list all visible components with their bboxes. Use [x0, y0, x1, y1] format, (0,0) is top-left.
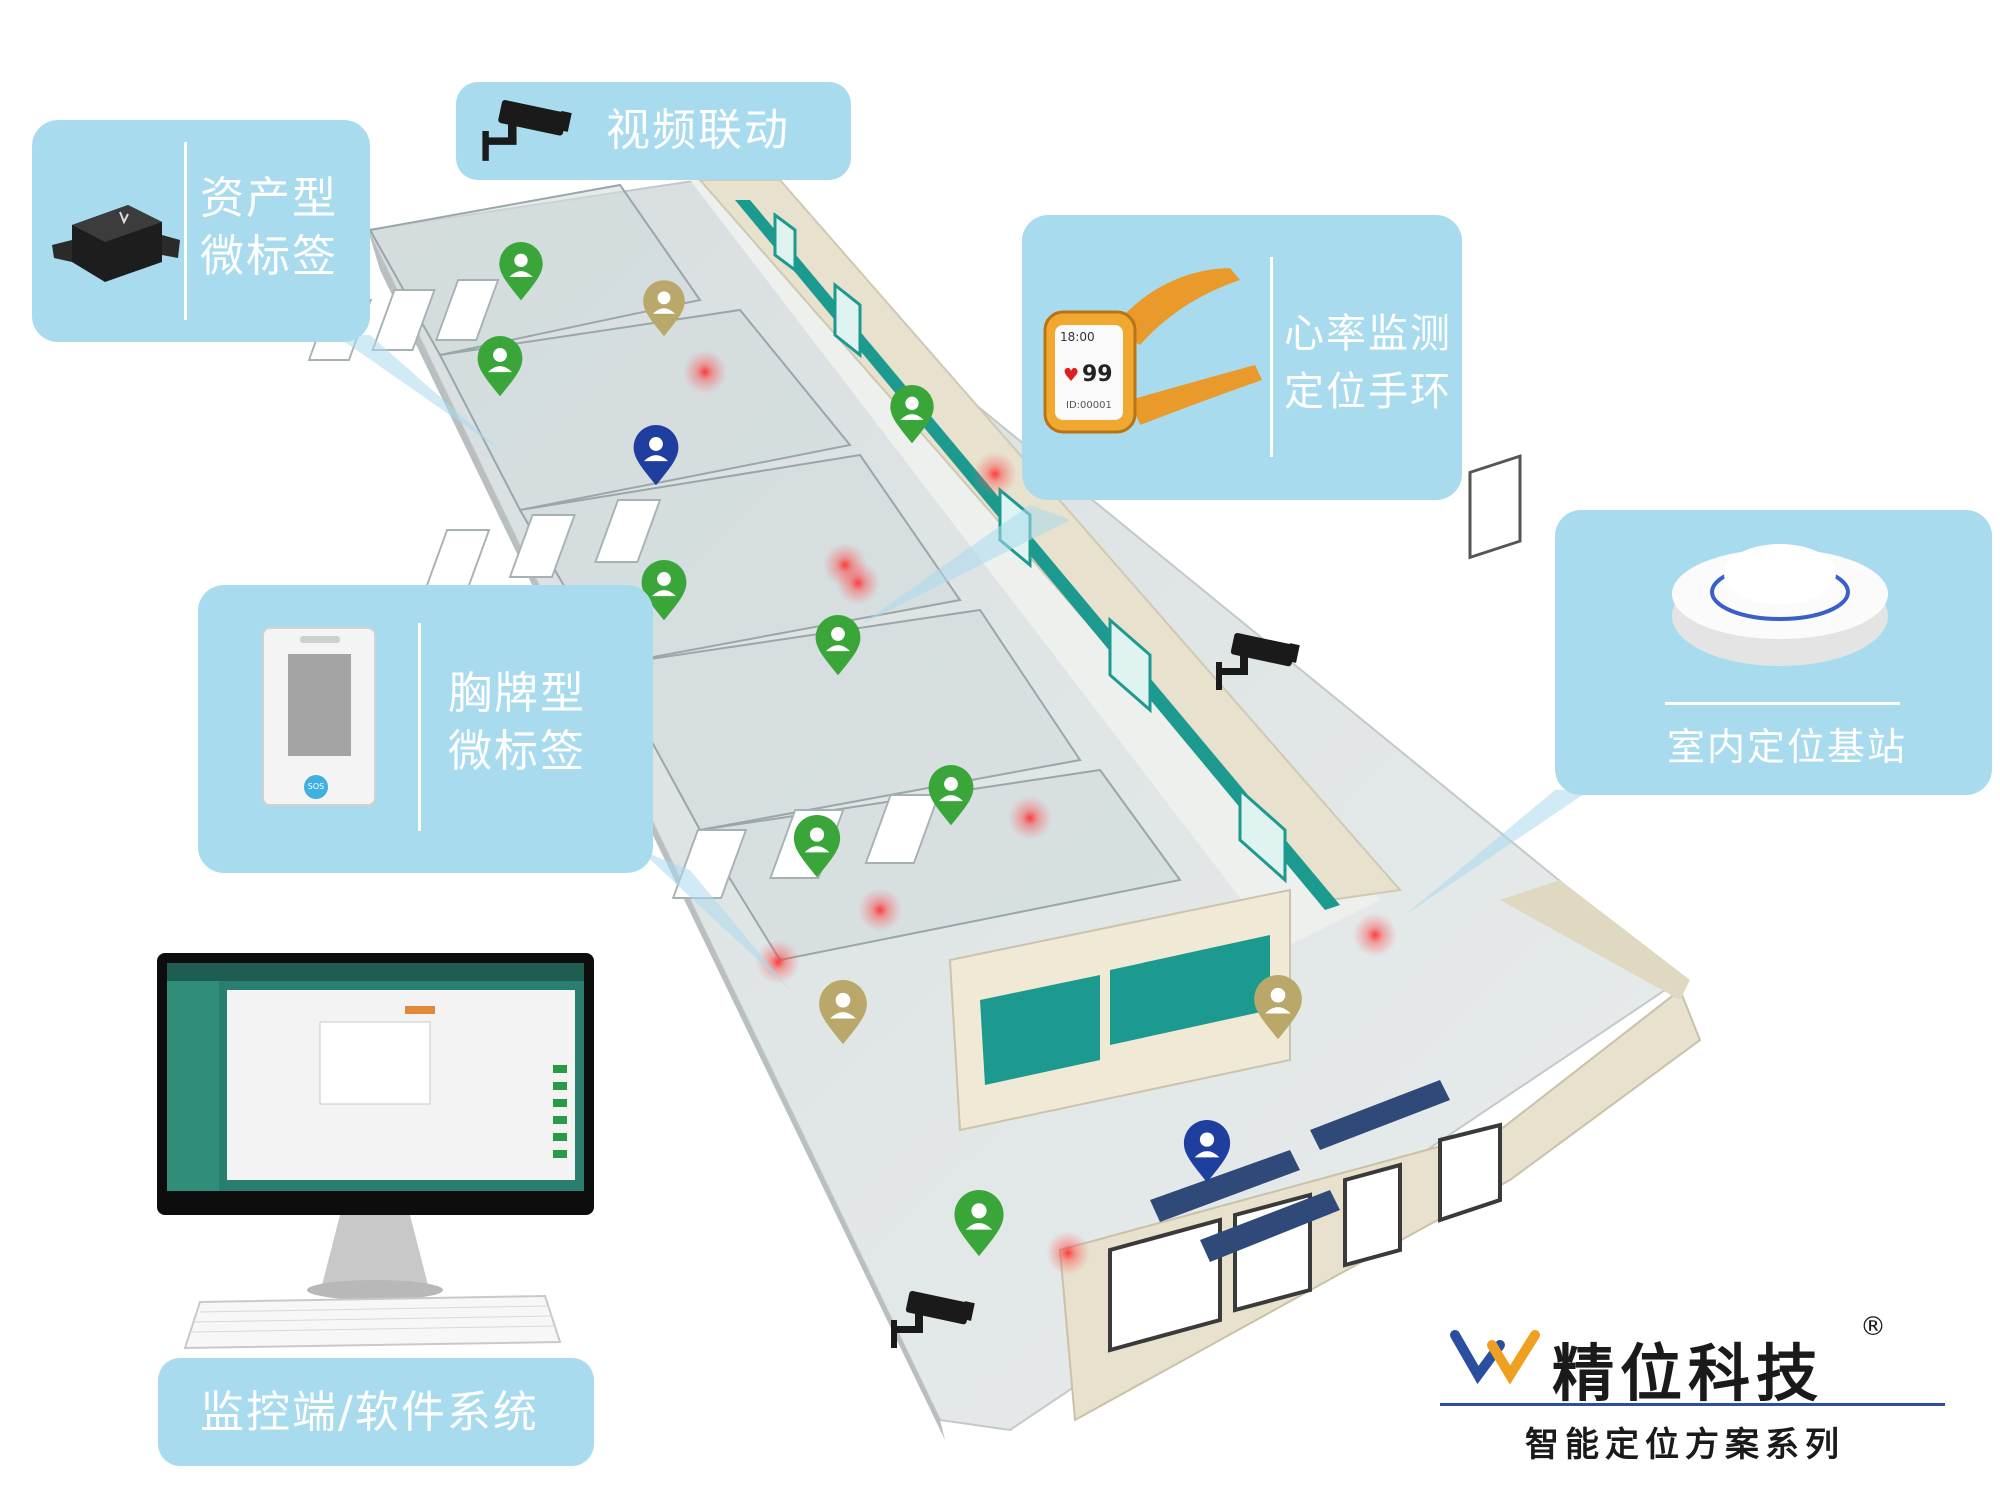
- brand-name: 精位科技: [1552, 1337, 1825, 1410]
- brand-registered: ®: [1860, 1312, 1886, 1342]
- sos-button: SOS: [304, 775, 328, 799]
- asset-tag-line2: 微标签: [200, 231, 338, 282]
- video-label: 视频联动: [606, 105, 790, 156]
- wristband-device: [1043, 268, 1262, 434]
- alarm-light-icon: [973, 452, 1017, 496]
- brand-subtitle: 智能定位方案系列: [1525, 1425, 1845, 1465]
- waiting-chairs: [1150, 1080, 1450, 1262]
- brand-logo-icon: [1450, 1330, 1540, 1385]
- wristband-label: 心率监测 定位手环: [1284, 305, 1452, 421]
- wristband-line1: 心率监测: [1284, 311, 1452, 357]
- badge-display: [288, 654, 351, 756]
- entrance-door: [1468, 454, 1522, 560]
- alarm-light-icon: [1046, 1231, 1090, 1275]
- callout-divider: [418, 623, 421, 831]
- callout-pointers: [335, 335, 1590, 990]
- heart-icon: ♥: [1063, 365, 1080, 386]
- wristband-line2: 定位手环: [1284, 369, 1452, 415]
- callout-divider: [1270, 257, 1273, 457]
- alarm-light-icon: [756, 940, 800, 984]
- alarm-light-icon: [858, 888, 902, 932]
- badge-tag-line2: 微标签: [448, 726, 586, 777]
- alarm-light-icon: [1008, 796, 1052, 840]
- callout-divider: [1665, 702, 1900, 705]
- cctv-camera-icon: [476, 98, 572, 164]
- asset-tag-device: [52, 205, 180, 282]
- teal-counter-1: [980, 975, 1100, 1085]
- monitor-software-label: 监控端/软件系统: [200, 1387, 539, 1438]
- lobby-right-wall: [1500, 880, 1690, 1000]
- wristband-id: ID:00001: [1066, 400, 1112, 411]
- outer-wall: [368, 230, 945, 1440]
- badge-tag-label: 胸牌型 微标签: [448, 665, 586, 781]
- callout-divider: [184, 142, 187, 320]
- badge-tag-line1: 胸牌型: [448, 668, 586, 719]
- base-station-label: 室内定位基站: [1667, 725, 1908, 769]
- alarm-light-icon: [1353, 913, 1397, 957]
- monitor-device: [157, 953, 594, 1350]
- callout-video-linkage: 视频联动: [456, 82, 851, 180]
- teal-counter-2: [1110, 935, 1270, 1045]
- callout-monitor-software: 监控端/软件系统: [158, 1358, 594, 1466]
- base-station-device: [1672, 544, 1888, 666]
- alarm-light-icon: [836, 561, 880, 605]
- brand-underline: [1440, 1403, 1945, 1406]
- alarm-light-icon: [683, 350, 727, 394]
- asset-tag-label: 资产型 微标签: [200, 170, 338, 286]
- badge-slot: [300, 636, 340, 643]
- badge-tag-card: SOS: [262, 627, 376, 806]
- wristband-heart-rate: 99: [1082, 362, 1113, 387]
- building: [307, 178, 1702, 1440]
- wristband-time: 18:00: [1060, 330, 1095, 344]
- teal-stripe: [735, 200, 1340, 910]
- asset-tag-line1: 资产型: [200, 173, 338, 224]
